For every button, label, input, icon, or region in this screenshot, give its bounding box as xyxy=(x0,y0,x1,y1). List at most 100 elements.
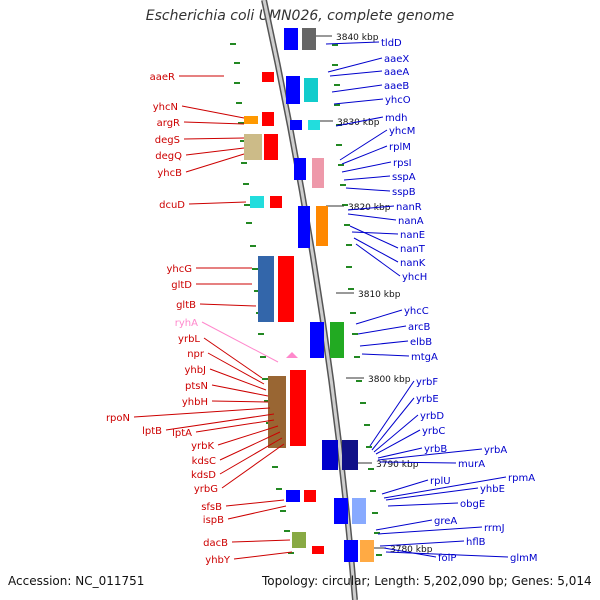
label-leader-yrbE xyxy=(371,397,415,451)
scale-label: 3790 kbp xyxy=(376,460,419,470)
gene-label-mtgA: mtgA xyxy=(411,352,438,363)
tick-mark-28 xyxy=(334,104,340,106)
gene-label-degQ: degQ xyxy=(155,151,182,162)
gene-label-yrbG: yrbG xyxy=(194,484,218,495)
gene-block-f-22 xyxy=(264,134,278,160)
label-leader-npr xyxy=(207,352,265,385)
gene-label-rpsI: rpsI xyxy=(393,158,412,169)
gene-label-yrbA: yrbA xyxy=(484,445,507,456)
tick-mark-9 xyxy=(246,222,252,224)
gene-label-yrbD: yrbD xyxy=(420,411,444,422)
gene-label-rpoN: rpoN xyxy=(106,413,130,424)
tick-mark-21 xyxy=(276,488,282,490)
label-leader-glmM xyxy=(385,551,509,558)
tick-mark-43 xyxy=(364,424,370,426)
label-leader-aaeX xyxy=(327,57,383,73)
gene-label-obgE: obgE xyxy=(460,499,485,510)
gene-block-r-14 xyxy=(334,498,348,524)
tick-mark-4 xyxy=(238,122,244,124)
label-leader-arcB xyxy=(357,325,407,335)
gene-label-yhcC: yhcC xyxy=(404,306,429,317)
label-leader-rpoN xyxy=(133,407,271,418)
gene-label-hflB: hflB xyxy=(466,537,486,548)
gene-block-f-21 xyxy=(244,134,262,160)
gene-block-f-26 xyxy=(278,256,294,322)
tick-mark-16 xyxy=(262,378,268,380)
gene-block-r-2 xyxy=(286,76,300,104)
label-leader-yhbY xyxy=(233,551,293,560)
scale-label: 3840 kbp xyxy=(336,33,379,43)
gene-label-greA: greA xyxy=(434,516,457,527)
gene-label-yhcN: yhcN xyxy=(153,102,178,113)
gene-label-sfsB: sfsB xyxy=(201,502,222,513)
label-leader-ptsN xyxy=(211,384,269,397)
tick-mark-42 xyxy=(360,402,366,404)
gene-block-r-0 xyxy=(284,28,298,50)
label-leader-dcuD xyxy=(188,201,247,205)
label-leader-nanT xyxy=(349,225,399,249)
label-leader-kdsC xyxy=(219,431,281,461)
gene-label-degS: degS xyxy=(155,135,180,146)
tick-mark-34 xyxy=(344,224,350,226)
label-leader-elbB xyxy=(359,340,409,347)
tick-mark-39 xyxy=(352,333,358,335)
tick-mark-0 xyxy=(230,43,236,45)
label-leader-sspA xyxy=(343,175,391,181)
tick-mark-33 xyxy=(342,204,348,206)
gene-label-tldD: tldD xyxy=(381,38,402,49)
tick-mark-37 xyxy=(348,288,354,290)
tick-mark-44 xyxy=(366,446,372,448)
gene-label-gltB: gltB xyxy=(176,300,196,311)
tick-mark-1 xyxy=(234,62,240,64)
label-leader-aaeA xyxy=(329,70,383,77)
label-leader-aaeB xyxy=(331,84,383,93)
tick-mark-8 xyxy=(244,204,250,206)
gene-label-yrbL: yrbL xyxy=(178,334,200,345)
label-leader-nanR xyxy=(347,205,395,211)
gene-block-r-15 xyxy=(352,498,366,524)
gene-label-nanE: nanE xyxy=(400,230,425,241)
gene-block-r-3 xyxy=(304,78,318,102)
gene-label-mdh: mdh xyxy=(385,113,407,124)
scale-label: 3830 kbp xyxy=(337,118,380,128)
label-leader-yhcO xyxy=(333,98,384,105)
label-leader-yrbC xyxy=(375,429,421,455)
gene-label-yrbK: yrbK xyxy=(191,441,214,452)
gene-label-rplM: rplM xyxy=(389,142,411,153)
tick-mark-25 xyxy=(332,44,338,46)
gene-label-npr: npr xyxy=(187,349,205,360)
tick-mark-17 xyxy=(264,400,270,402)
tick-mark-31 xyxy=(338,164,344,166)
tick-mark-10 xyxy=(250,245,256,247)
gene-block-f-32 xyxy=(312,546,324,554)
gene-block-f-20 xyxy=(262,112,274,126)
gene-label-aaeR: aaeR xyxy=(150,72,175,83)
tick-mark-24 xyxy=(288,552,294,554)
tick-mark-30 xyxy=(336,144,342,146)
label-leader-yhbE xyxy=(385,487,479,501)
tick-mark-12 xyxy=(254,290,260,292)
tick-mark-23 xyxy=(284,530,290,532)
gene-label-kdsD: kdsD xyxy=(191,470,216,481)
tick-mark-47 xyxy=(372,512,378,514)
gene-block-r-4 xyxy=(290,120,302,130)
gene-label-aaeX: aaeX xyxy=(384,54,409,65)
gene-block-r-1 xyxy=(302,28,316,50)
gene-label-nanK: nanK xyxy=(400,258,426,269)
label-leader-yhcN xyxy=(181,105,245,119)
gene-block-r-5 xyxy=(308,120,320,130)
gene-block-r-9 xyxy=(316,206,328,246)
tick-mark-41 xyxy=(356,380,362,382)
label-leader-yhcH xyxy=(355,243,401,277)
tick-mark-11 xyxy=(252,268,258,270)
gene-label-yhcB: yhcB xyxy=(157,168,182,179)
label-leader-hflB xyxy=(379,540,465,547)
tick-mark-45 xyxy=(368,468,374,470)
gene-label-yhcH: yhcH xyxy=(402,272,427,283)
label-leader-yhcM xyxy=(339,129,388,161)
gene-block-f-28 xyxy=(290,370,306,446)
label-leader-yrbG xyxy=(221,443,285,489)
label-leader-nanK xyxy=(353,237,399,263)
gene-block-r-6 xyxy=(294,158,306,180)
label-leader-rplU xyxy=(381,479,429,495)
